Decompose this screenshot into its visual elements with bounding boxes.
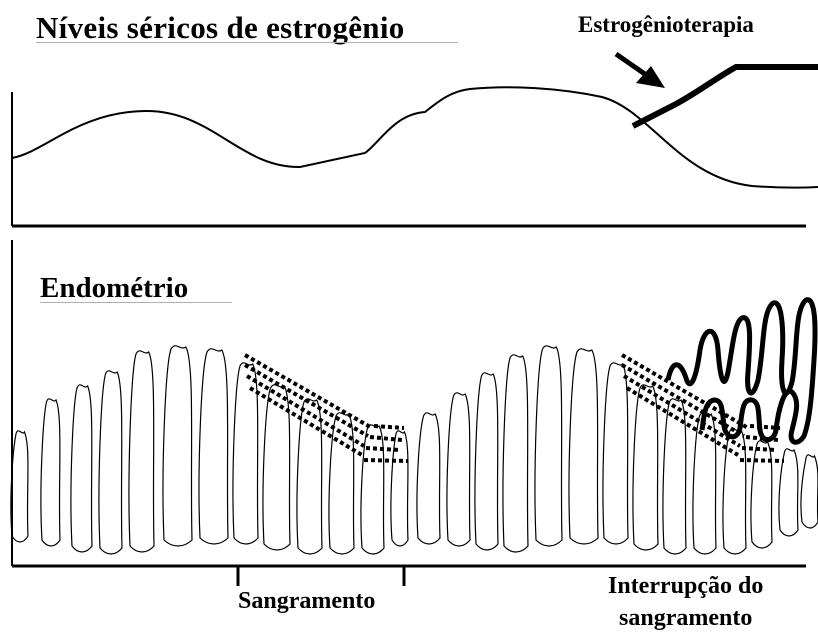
endometrium-title: Endométrio: [40, 272, 189, 304]
gland-outline: [416, 412, 441, 545]
gland-outline: [360, 424, 385, 555]
bleeding-interruption-line-2: sangramento: [619, 605, 753, 631]
gland-outline: [632, 384, 659, 551]
gland-outline: [662, 398, 687, 555]
gland-outline: [692, 412, 717, 555]
gland-outline: [70, 384, 93, 553]
gland-outline: [390, 430, 409, 547]
regenerating-glands: [665, 297, 818, 445]
gland-outline: [502, 354, 529, 553]
gland-outline: [198, 348, 229, 545]
gland-outline: [128, 350, 155, 553]
gland-outline: [750, 440, 773, 549]
gland-outline: [262, 384, 291, 551]
gland-outline: [534, 345, 563, 547]
endometrial-glands: [10, 345, 818, 555]
estrogen-levels-title: Níveis séricos de estrogênio: [36, 10, 405, 45]
bleeding-interruption-line-1: Interrupção do: [608, 573, 764, 599]
bleeding-interruption-label: Interrupção do sangramento: [608, 570, 763, 634]
gland-outline: [328, 412, 355, 555]
gland-outline: [778, 448, 799, 537]
estrogen-level-curve: [11, 86, 818, 189]
estrogen-therapy-curve: [631, 64, 818, 129]
gland-outline: [40, 398, 61, 547]
estrogen-therapy-label: Estrogênioterapia: [578, 12, 754, 37]
gland-outline: [602, 362, 629, 545]
gland-outline: [232, 362, 259, 545]
gland-outline: [800, 454, 818, 529]
arrow-icon: [614, 51, 665, 88]
gland-outline: [10, 430, 29, 543]
gland-outline: [568, 348, 599, 545]
gland-outline: [446, 392, 471, 547]
gland-outline: [162, 345, 193, 547]
endometrium-title-underline: [40, 302, 232, 303]
bleeding-label: Sangramento: [238, 588, 376, 614]
gland-outline: [296, 398, 323, 555]
gland-outline: [474, 372, 499, 551]
shedding-hatch-first: [244, 353, 409, 463]
estrogen-title-underline: [36, 42, 458, 43]
gland-outline: [98, 370, 123, 555]
